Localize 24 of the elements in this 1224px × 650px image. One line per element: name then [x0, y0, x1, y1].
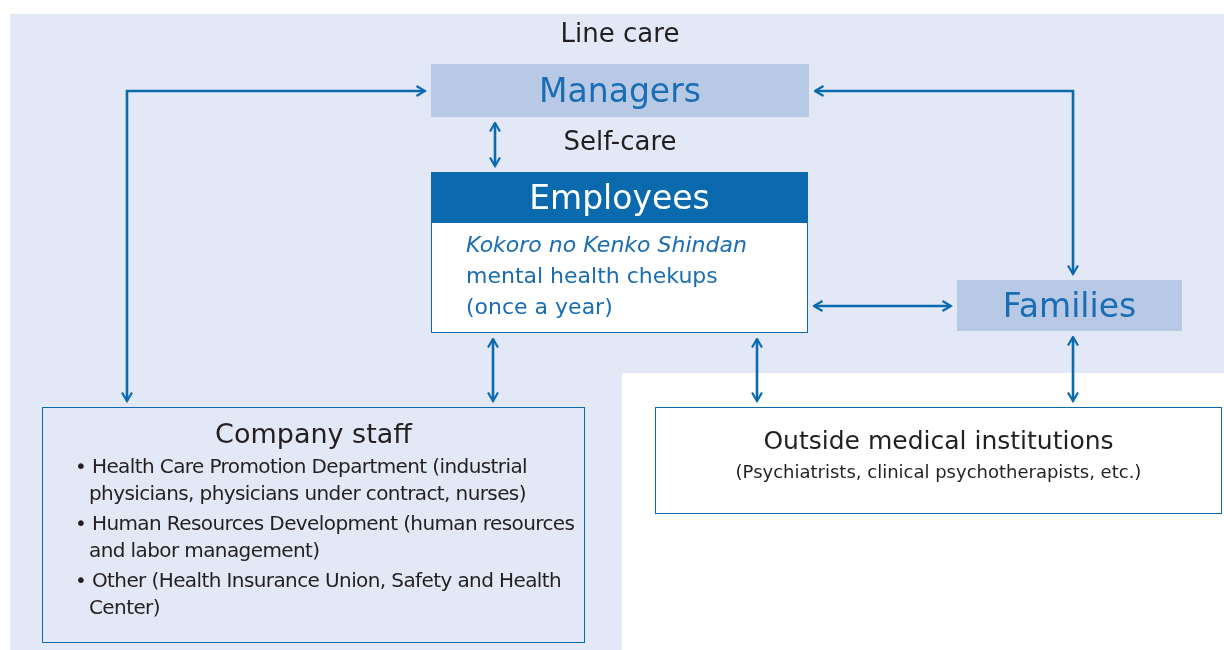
text-box [42, 407, 585, 643]
header-box [431, 172, 808, 333]
double-arrow [488, 121, 502, 168]
double-arrow [750, 337, 764, 403]
bullet-item: • Health Care Promotion Department (industrial physicians, physicians under contract, nurses) [75, 453, 528, 507]
double-arrow [812, 299, 953, 313]
bullet-item: • Human Resources Development (human resources and labor management) [75, 510, 576, 564]
double-arrow [120, 84, 427, 403]
label-box [957, 280, 1182, 331]
box-description: Kokoro no Kenko Shindan mental health chekups (once a year) [465, 231, 748, 321]
side-label: Self-care [562, 126, 678, 156]
text-box [655, 407, 1222, 514]
bullet-item: • Other (Health Insurance Union, Safety and Health Center) [75, 567, 563, 621]
box-subtitle: (Psychiatrists, clinical psychotherapists, etc.) [734, 461, 1143, 482]
label-box [431, 64, 809, 117]
box-header: Employees [432, 173, 807, 223]
box-title: Outside medical institutions [762, 426, 1115, 455]
double-arrow [1066, 335, 1080, 403]
box-title: Families [1002, 286, 1137, 325]
double-arrow [486, 337, 500, 403]
side-label: Line care [559, 18, 681, 48]
double-arrow [813, 84, 1080, 276]
box-title: Company staff [214, 418, 414, 449]
box-title: Managers [539, 71, 701, 110]
